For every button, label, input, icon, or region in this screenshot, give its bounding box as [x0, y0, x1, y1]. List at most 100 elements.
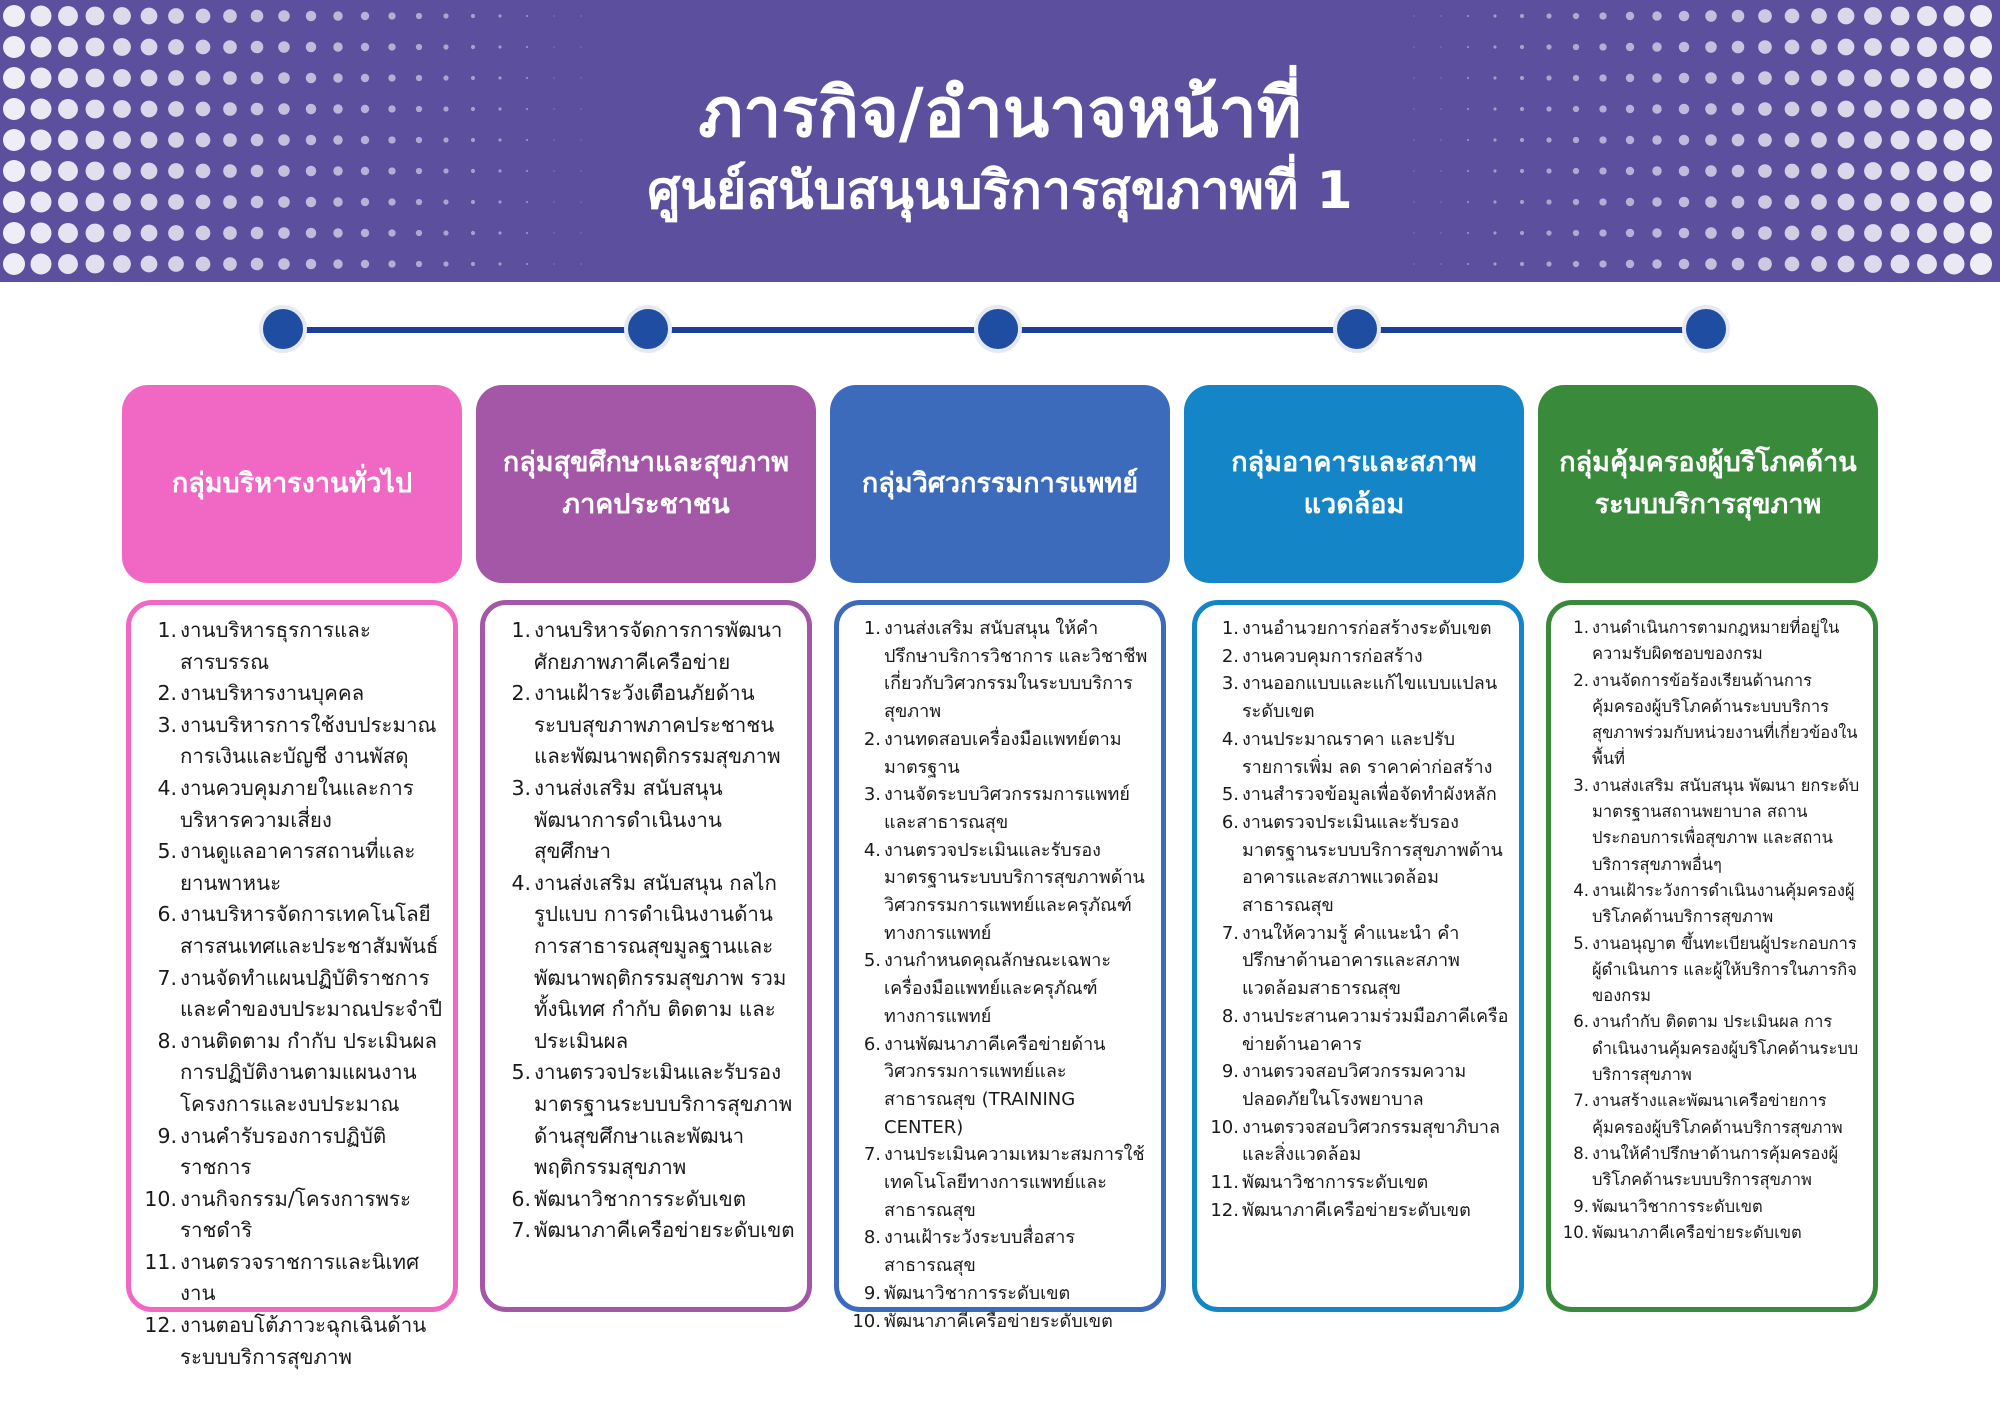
dot	[360, 11, 370, 21]
dot	[3, 129, 25, 151]
timeline-node	[624, 305, 672, 353]
dot	[443, 199, 449, 205]
dot	[553, 139, 555, 141]
dot	[1970, 222, 1992, 244]
group-title: กลุ่มวิศวกรรมการแพทย์	[861, 468, 1139, 500]
task-text: งานประเมินความเหมาะสมการใช้เทคโนโลยีทางก…	[884, 1144, 1145, 1221]
dot	[1811, 70, 1827, 86]
dot	[1440, 139, 1442, 141]
task-item: 2.งานทดสอบเครื่องมือแพทย์ตามมาตรฐาน	[843, 726, 1151, 781]
task-number: 7.	[1573, 1091, 1589, 1111]
task-item: 10.งานตรวจสอบวิศวกรรมสุขาภิบาลและสิ่งแวด…	[1201, 1114, 1509, 1169]
dot	[1731, 71, 1745, 85]
dot	[1546, 106, 1552, 112]
task-text: งานให้คำปรึกษาด้านการคุ้มครองผู้บริโภคด้…	[1592, 1143, 1839, 1190]
task-number: 5.	[511, 1060, 531, 1085]
dot	[305, 196, 317, 208]
dot	[1890, 99, 1910, 119]
dot	[388, 74, 396, 82]
dot	[1440, 170, 1442, 172]
task-number: 8.	[1221, 1005, 1239, 1027]
dot	[278, 41, 290, 53]
dot	[333, 42, 343, 52]
dot	[1705, 72, 1717, 84]
dot	[1466, 45, 1470, 49]
dot	[1413, 139, 1415, 141]
dot	[223, 9, 237, 23]
task-text: พัฒนาวิชาการระดับเขต	[1242, 1172, 1429, 1194]
dot	[1493, 45, 1497, 49]
task-number: 2.	[511, 681, 531, 706]
dot	[553, 263, 555, 265]
dot	[30, 5, 52, 27]
dot	[1705, 196, 1717, 208]
dot-pattern-right	[1413, 5, 1992, 275]
dot	[3, 191, 25, 213]
dot	[3, 160, 25, 182]
dot	[1572, 74, 1580, 82]
dot	[168, 256, 184, 272]
dot	[1837, 193, 1855, 211]
dot	[1758, 195, 1772, 209]
task-item: 6.พัฒนาวิชาการระดับเขต	[489, 1184, 797, 1216]
timeline-connector	[0, 290, 2000, 370]
dot	[1705, 227, 1717, 239]
dot	[470, 106, 476, 112]
dot	[1943, 129, 1965, 151]
task-text: งานดูแลอาคารสถานที่และยานพาหนะ	[180, 839, 416, 895]
dot	[1678, 196, 1690, 208]
dot	[113, 69, 131, 87]
dot	[1599, 136, 1607, 144]
task-text: งานกำหนดคุณลักษณะเฉพาะเครื่องมือแพทย์และ…	[884, 950, 1112, 1027]
dot	[1784, 225, 1800, 241]
dot	[1705, 165, 1717, 177]
task-number: 7.	[863, 1144, 881, 1166]
dot	[1943, 67, 1965, 89]
task-number: 1.	[1221, 618, 1239, 639]
task-text: งานควบคุมภายในและการบริหารความเสี่ยง	[180, 775, 414, 832]
task-text: งานตรวจราชการและนิเทศงาน	[180, 1249, 420, 1306]
dot	[250, 102, 264, 116]
dot	[58, 254, 78, 274]
dot	[250, 40, 264, 54]
dot	[1546, 199, 1552, 205]
dot	[1917, 161, 1937, 181]
task-text: งานประสานความร่วมมือภาคีเครือข่ายด้านอาค…	[1242, 1005, 1509, 1055]
dot	[388, 167, 396, 175]
dot	[223, 226, 237, 240]
dot	[1625, 42, 1635, 52]
task-text: งานส่งเสริม สนับสนุน พัฒนา ยกระดับมาตรฐา…	[1592, 775, 1860, 874]
dot	[1572, 198, 1580, 206]
dot	[525, 262, 529, 266]
dot	[1519, 168, 1525, 174]
task-item: 6.งานบริหารจัดการเทคโนโลยีสารสนเทศและประ…	[135, 899, 443, 962]
dot	[1466, 262, 1470, 266]
dot	[553, 15, 555, 17]
dot	[580, 170, 582, 172]
dot	[1466, 14, 1470, 18]
task-text: งานกำกับ ติดตาม ประเมินผล การดำเนินงานคุ…	[1592, 1012, 1859, 1085]
dot	[278, 165, 290, 177]
group-card-consumer-protection: กลุ่มคุ้มครองผู้บริโภคด้านระบบบริการสุขภ…	[1538, 385, 1878, 583]
dot	[1970, 98, 1992, 120]
dot	[1917, 99, 1937, 119]
task-number: 4.	[157, 775, 177, 800]
task-number: 1.	[1573, 618, 1589, 637]
task-number: 1.	[511, 618, 531, 642]
dot	[278, 227, 290, 239]
page-title: ภารกิจ/อำนาจหน้าที่	[698, 74, 1302, 153]
dot	[278, 72, 290, 84]
dot	[1864, 224, 1882, 242]
dot	[553, 170, 555, 172]
task-number: 7.	[157, 965, 177, 990]
dot	[1625, 259, 1635, 269]
task-number: 5.	[157, 839, 177, 864]
dot	[223, 133, 237, 147]
dot	[1811, 101, 1827, 117]
dot	[1413, 170, 1415, 172]
group-title: กลุ่มอาคารและสภาพแวดล้อม	[1231, 447, 1477, 520]
dot	[1625, 11, 1635, 21]
task-item: 3.งานจัดระบบวิศวกรรมการแพทย์และสาธารณสุข	[843, 781, 1151, 836]
task-item: 9.งานตรวจสอบวิศวกรรมความปลอดภัยในโรงพยาบ…	[1201, 1058, 1509, 1113]
